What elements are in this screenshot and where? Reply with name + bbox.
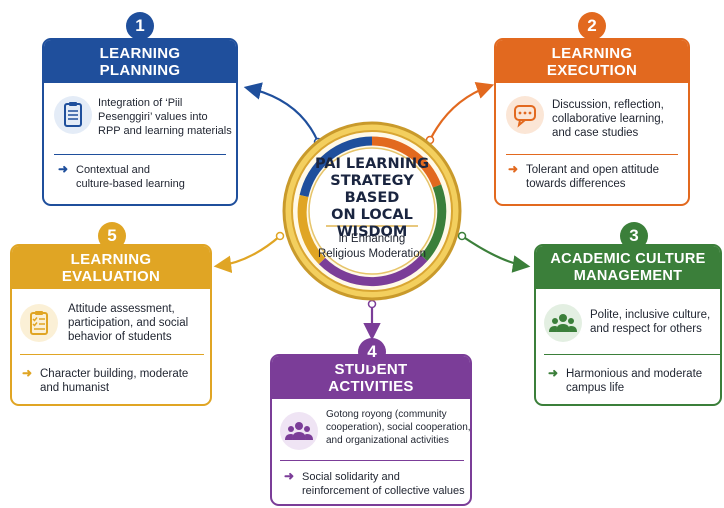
card-result-line: towards differences [526,178,626,190]
step-badge: 1 [126,12,154,40]
card-title-line: ACTIVITIES [328,378,414,395]
card-description-line: Polite, inclusive culture, [590,309,711,321]
card-divider [544,354,720,355]
card-divider [280,460,464,461]
card-result-line: Social solidarity and [302,471,400,483]
card-description-line: and respect for others [590,323,702,335]
card-title-line: EVALUATION [61,268,161,285]
step-badge: 3 [620,222,648,250]
center-subtitle-line: Religious Moderation [317,248,427,260]
arrow-right-icon: ➜ [548,366,559,380]
card-title-line: ACADEMIC CULTURE [550,251,706,267]
card-divider [20,354,204,355]
arrow-to-planning [243,82,320,143]
card-result-line: Harmonious and moderate [566,368,703,380]
ring-segment-orange [371,136,442,188]
card-result: Tolerant and open attitude towards diffe… [526,163,688,191]
ring-segment-blue [299,136,373,198]
step-badge: 4 [358,338,386,366]
card-title: LEARNING PLANNING [44,40,236,83]
card-title-line: EXECUTION [546,62,638,79]
card-title-line: MANAGEMENT [573,268,683,284]
card-student-activities: STUDENT ACTIVITIES Gotong royong (commun… [270,354,472,506]
people-group-icon [544,304,582,342]
document-list-icon [54,96,92,134]
card-description-line: and organizational activities [326,435,449,446]
card-description-line: Gotong royong (community [326,409,447,420]
card-result-line: culture-based learning [76,178,185,190]
card-learning-evaluation: LEARNING EVALUATION Attitude assessment,… [10,244,212,406]
card-learning-planning: LEARNING PLANNING Integration of ‘Piil P… [42,38,238,206]
card-divider [54,154,226,155]
card-result-line: Tolerant and open attitude [526,164,659,176]
ring-segment-gold [297,194,326,265]
card-description-line: Attitude assessment, [68,303,175,315]
card-result: Character building, moderate and humanis… [40,367,210,395]
card-description-line: participation, and social [68,317,189,329]
card-description-line: RPP and learning materials [98,125,232,137]
chat-bubble-icon [506,96,544,134]
clipboard-checklist-icon [20,304,58,342]
card-description-line: behavior of students [68,331,172,343]
center-title: PAI LEARNING STRATEGY BASED ON LOCAL WIS… [302,156,442,241]
card-description: Gotong royong (community cooperation), s… [326,408,471,447]
step-badge: 2 [578,12,606,40]
arrow-right-icon: ➜ [58,162,69,176]
center-emblem [282,121,462,301]
card-title: ACADEMIC CULTURE MANAGEMENT [536,246,720,289]
ring-segment-purple [318,254,428,287]
center-subtitle: in Enhancing Religious Moderation [302,232,442,262]
card-result-line: reinforcement of collective values [302,485,465,497]
arrow-right-icon: ➜ [22,366,33,380]
card-divider [506,154,678,155]
arrow-right-icon: ➜ [284,469,295,483]
card-result: Contextual and culture-based learning [76,163,236,191]
card-result-line: Contextual and [76,164,150,176]
arrow-to-culture [461,235,531,273]
center-subtitle-line: in Enhancing [338,233,406,245]
card-description-line: Discussion, reflection, [552,99,664,111]
center-title-line: PAI LEARNING [314,156,430,172]
step-badge: 5 [98,222,126,250]
card-description-line: cooperation), social cooperation, [326,422,471,433]
card-result-line: and humanist [40,382,110,394]
arrow-to-evaluation [213,235,281,274]
center-title-line: ON LOCAL WISDOM [331,207,413,240]
arrow-right-icon: ➜ [508,162,519,176]
card-description: Discussion, reflection, collaborative le… [552,98,688,140]
card-academic-culture-management: ACADEMIC CULTURE MANAGEMENT Polite, incl… [534,244,722,406]
card-result-line: Character building, moderate [40,368,189,380]
card-result-line: campus life [566,382,625,394]
card-description: Attitude assessment, participation, and … [68,302,210,344]
card-description: Polite, inclusive culture, and respect f… [590,308,720,336]
card-result: Social solidarity and reinforcement of c… [302,470,470,498]
ring-segment-green [420,184,447,261]
card-description-line: collaborative learning, [552,113,664,125]
people-group-icon [280,412,318,450]
card-result: Harmonious and moderate campus life [566,367,720,395]
card-title-line: LEARNING [70,251,152,268]
card-title-line: LEARNING [99,45,181,62]
card-title-line: STUDENT [334,361,408,378]
card-description: Integration of ‘Piil Pesenggiri’ values … [98,96,236,138]
card-title-line: PLANNING [99,62,181,79]
card-title: LEARNING EXECUTION [496,40,688,83]
card-description-line: Integration of ‘Piil [98,97,183,109]
arrow-to-execution [429,82,495,141]
card-description-line: and case studies [552,127,639,139]
card-description-line: Pesenggiri’ values into [98,111,208,123]
center-title-line: STRATEGY BASED [330,173,414,206]
card-learning-execution: LEARNING EXECUTION Discussion, reflectio… [494,38,690,206]
card-title-line: LEARNING [551,45,633,62]
card-title: LEARNING EVALUATION [12,246,210,289]
